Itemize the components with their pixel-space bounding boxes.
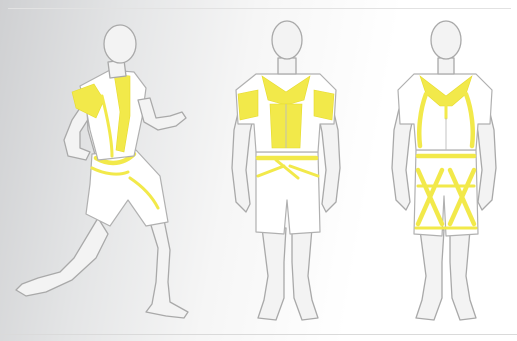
front-neck bbox=[278, 58, 296, 74]
runner-back-leg bbox=[16, 218, 108, 296]
runner-head bbox=[104, 25, 136, 63]
back-left-leg bbox=[416, 230, 444, 320]
front-view-figure bbox=[232, 21, 340, 320]
back-head bbox=[431, 21, 461, 59]
front-shorts bbox=[256, 152, 320, 234]
runner-front-arm bbox=[138, 98, 186, 130]
front-left-shoulder-zone bbox=[238, 90, 258, 120]
back-shorts bbox=[414, 150, 478, 236]
runner-side-view-figure bbox=[16, 25, 188, 318]
back-view-figure bbox=[392, 21, 496, 320]
back-neck bbox=[438, 58, 454, 74]
front-head bbox=[272, 21, 302, 59]
back-right-leg bbox=[450, 230, 476, 320]
front-right-leg bbox=[292, 228, 318, 320]
runner-front-leg bbox=[146, 220, 188, 318]
front-right-shoulder-zone bbox=[314, 90, 334, 120]
front-left-leg bbox=[258, 228, 286, 320]
